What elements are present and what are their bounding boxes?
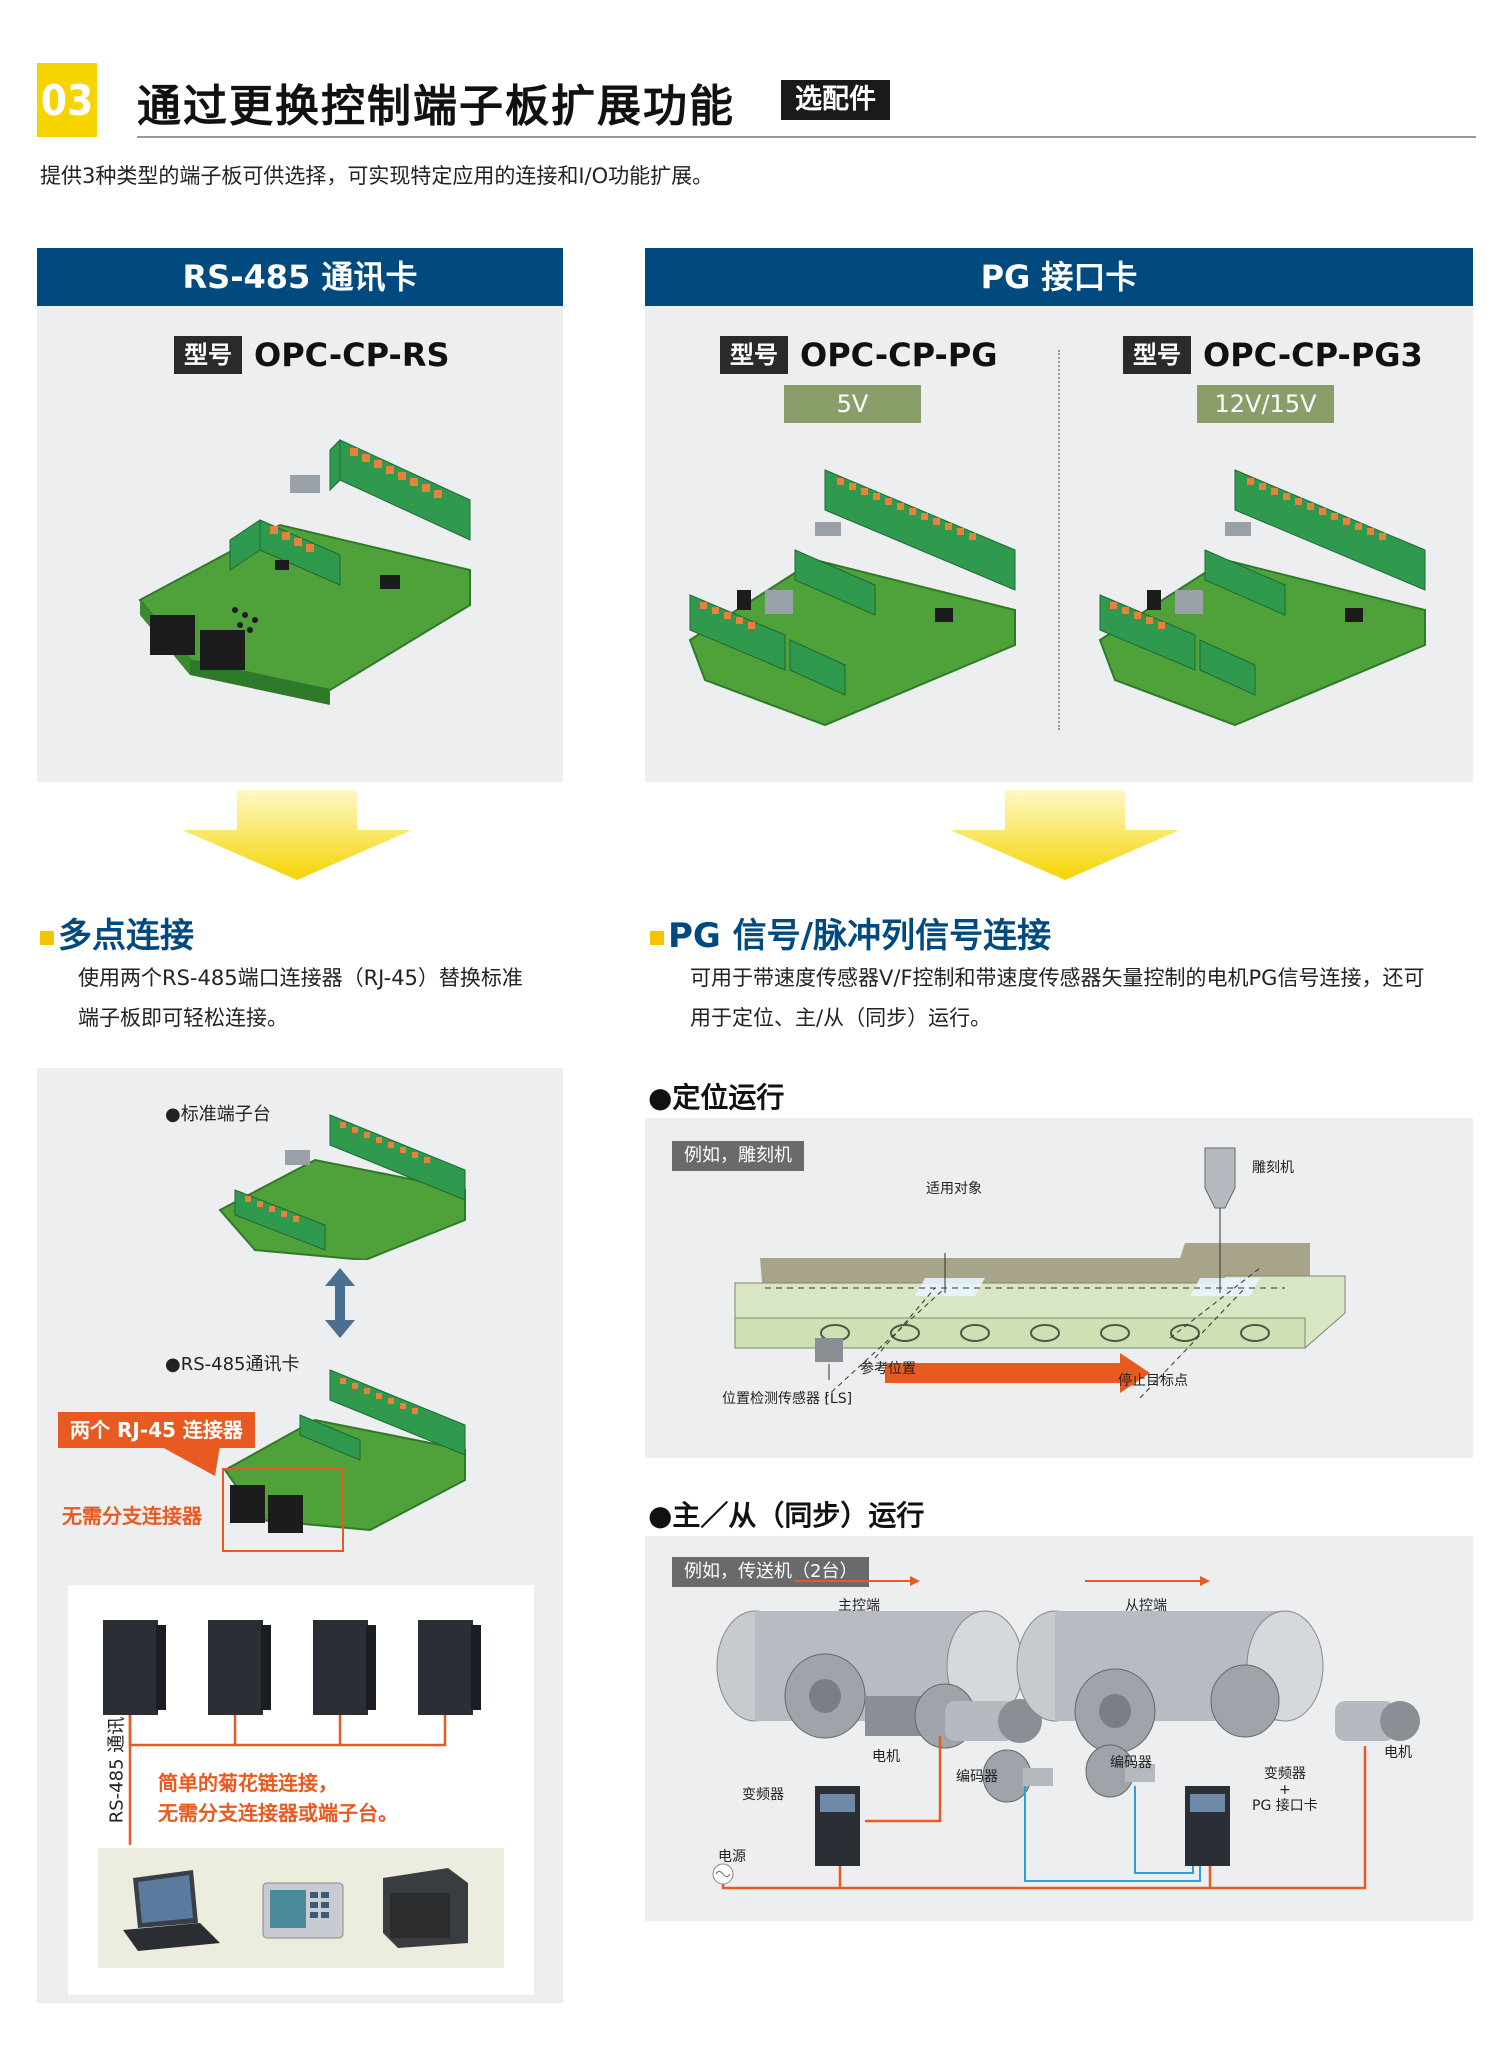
pg-model-number-b: OPC-CP-PG3 bbox=[1203, 336, 1423, 374]
intro-text: 提供3种类型的端子板可供选择，可实现特定应用的连接和I/O功能扩展。 bbox=[40, 164, 714, 188]
conveyor-sync-diagram bbox=[712, 1576, 1420, 1890]
daisy-chain-line-1: 简单的菊花链连接， bbox=[158, 1771, 338, 1795]
pg-voltage-badge-b: 12V/15V bbox=[1197, 385, 1334, 423]
bullet-square-icon bbox=[650, 930, 664, 945]
daisy-chain-line-2: 无需分支连接器或端子台。 bbox=[158, 1801, 398, 1825]
motor-label-2: 电机 bbox=[1384, 1745, 1412, 1761]
rs485-board-image bbox=[138, 438, 471, 705]
pc-devices-image bbox=[123, 1868, 468, 1951]
rs485-feature-line-2: 端子板即可轻松连接。 bbox=[78, 1006, 288, 1030]
inverter-pg-line-2: + bbox=[1279, 1782, 1291, 1798]
daisy-chain-diagram bbox=[103, 1620, 481, 1845]
standard-terminal-label: ●标准端子台 bbox=[165, 1104, 271, 1125]
no-branch-text: 无需分支连接器 bbox=[62, 1504, 202, 1528]
callout-pointer bbox=[160, 1446, 220, 1476]
standard-terminal-image bbox=[218, 1114, 466, 1260]
rs485-feature-heading: 多点连接 bbox=[40, 908, 194, 957]
rs485-feature-title: 多点连接 bbox=[58, 916, 194, 956]
pg-feature-line-1: 可用于带速度传感器V/F控制和带速度传感器矢量控制的电机PG信号连接，还可 bbox=[690, 966, 1425, 990]
pg-feature-line-2: 用于定位、主/从（同步）运行。 bbox=[690, 1006, 992, 1030]
power-label: 电源 bbox=[718, 1849, 746, 1865]
swap-arrow-icon bbox=[325, 1268, 355, 1338]
inverter-pg-line-1: 变频器 bbox=[1263, 1766, 1306, 1782]
model-tag: 型号 bbox=[1123, 336, 1191, 374]
bullet-square-icon bbox=[40, 930, 54, 945]
rs485-card-label: ●RS-485通讯卡 bbox=[165, 1354, 300, 1375]
pg-feature-text: 可用于带速度传感器V/F控制和带速度传感器矢量控制的电机PG信号连接，还可 用于… bbox=[690, 958, 1480, 1038]
daisy-chain-text: 简单的菊花链连接， 无需分支连接器或端子台。 bbox=[158, 1768, 398, 1828]
engraver-label: 雕刻机 bbox=[1252, 1160, 1294, 1176]
rs485-model-number: OPC-CP-RS bbox=[254, 336, 450, 374]
positioning-heading: ●定位运行 bbox=[648, 1081, 785, 1114]
target-label: 适用对象 bbox=[926, 1181, 982, 1197]
section-number: 03 bbox=[37, 63, 97, 137]
encoder-label-2: 编码器 bbox=[1110, 1755, 1152, 1771]
pg-feature-title: PG 信号/脉冲列信号连接 bbox=[668, 916, 1052, 956]
sync-heading: ●主／从（同步）运行 bbox=[648, 1499, 925, 1532]
pg-feature-heading: PG 信号/脉冲列信号连接 bbox=[650, 908, 1051, 957]
rs485-vertical-label: RS-485 通讯 bbox=[106, 1716, 128, 1824]
down-arrow-icon bbox=[950, 790, 1180, 880]
model-tag: 型号 bbox=[720, 336, 788, 374]
rs485-card-image bbox=[223, 1369, 466, 1533]
rs485-vertical-label-wrap: RS-485 通讯 bbox=[100, 1710, 130, 1830]
master-label: 主控端 bbox=[838, 1598, 880, 1614]
header-divider bbox=[137, 136, 1476, 138]
position-sensor-label: 位置检测传感器 [LS] bbox=[722, 1391, 853, 1407]
stop-target-label: 停止目标点 bbox=[1118, 1373, 1188, 1389]
pg-title-bar: PG 接口卡 bbox=[645, 248, 1473, 306]
positioning-example-label: 例如，雕刻机 bbox=[672, 1141, 804, 1171]
reference-position-label: 参考位置 bbox=[860, 1361, 916, 1377]
inverter-pg-line-3: PG 接口卡 bbox=[1252, 1798, 1318, 1814]
pg-model-line-b: 型号 OPC-CP-PG3 bbox=[1123, 336, 1423, 374]
slave-label: 从控端 bbox=[1125, 1598, 1167, 1614]
model-divider bbox=[1058, 350, 1060, 730]
down-arrow-icon bbox=[182, 790, 412, 880]
rj45-highlight-box bbox=[222, 1468, 344, 1552]
pg-voltage-badge-a: 5V bbox=[784, 385, 921, 423]
encoder-label-1: 编码器 bbox=[956, 1769, 998, 1785]
pg-model-line-a: 型号 OPC-CP-PG bbox=[720, 336, 998, 374]
pg-model-number-a: OPC-CP-PG bbox=[800, 336, 998, 374]
rs485-title-bar: RS-485 通讯卡 bbox=[37, 248, 563, 306]
option-badge: 选配件 bbox=[781, 80, 890, 120]
rj45-tag: 两个 RJ-45 连接器 bbox=[58, 1412, 255, 1448]
inverter-label: 变频器 bbox=[742, 1787, 784, 1803]
inverter-pg-label: 变频器 + PG 接口卡 bbox=[1252, 1766, 1318, 1814]
rs485-model-line: 型号 OPC-CP-RS bbox=[174, 336, 450, 374]
rs485-feature-line-1: 使用两个RS-485端口连接器（RJ-45）替换标准 bbox=[78, 966, 523, 990]
engraver-diagram bbox=[734, 1147, 1346, 1399]
pg-board-image-b bbox=[1098, 469, 1426, 727]
pg-board-image-a bbox=[688, 469, 1016, 727]
rs485-feature-text: 使用两个RS-485端口连接器（RJ-45）替换标准 端子板即可轻松连接。 bbox=[78, 958, 563, 1038]
page-title: 通过更换控制端子板扩展功能 bbox=[137, 81, 735, 132]
model-tag: 型号 bbox=[174, 336, 242, 374]
motor-label-1: 电机 bbox=[872, 1749, 900, 1765]
